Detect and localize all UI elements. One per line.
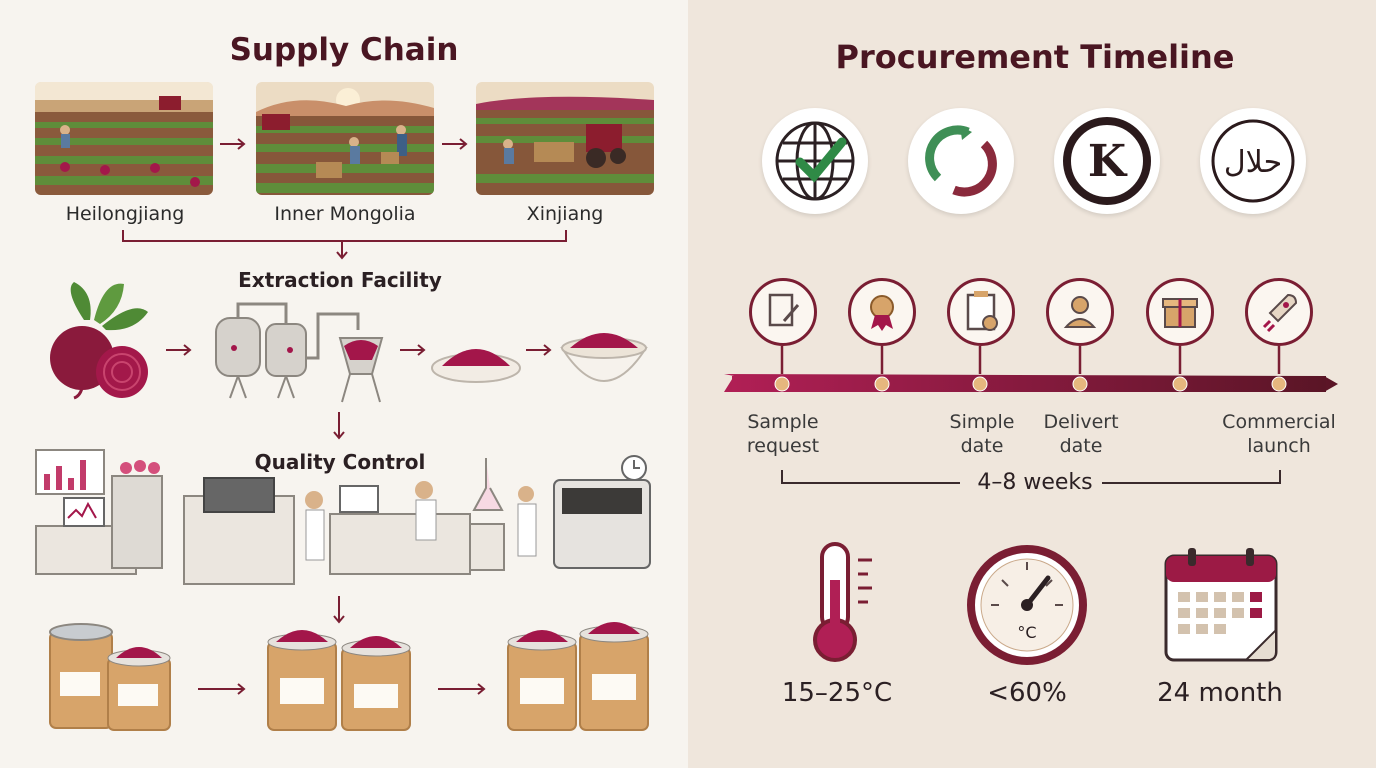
gift-box-icon [1146,278,1214,346]
halal-text: حلال [1224,145,1282,180]
person-icon [1046,278,1114,346]
merge-bracket [122,230,567,260]
globe-check-icon [762,108,868,214]
duration-bracket [781,470,1281,484]
milestone-text: Commercial launch [1222,411,1336,457]
certificate-ribbon-icon [848,278,916,346]
arrow-right-icon [442,138,468,150]
extraction-equipment-icon [215,302,384,403]
farm-photo-inner-mongolia [256,82,434,195]
region-label-inner-mongolia: Inner Mongolia [274,203,416,225]
storage-shelf-life-value: 24 month [1157,678,1283,708]
milestone-text: Simple date [949,411,1015,457]
arrow-right-icon [526,344,552,356]
quality-lab-illustration [35,449,651,585]
quality-control-label: Quality Control [254,450,426,474]
document-pen-icon [749,278,817,346]
farm-illustration [256,82,434,195]
storage-temperature-value: 15–25°C [781,678,893,708]
arrow-right-icon [220,138,246,150]
arrow-right-icon [400,344,426,356]
thermometer-icon [813,542,872,662]
arrow-right-icon [198,683,246,695]
milestone-text: Delivert date [1043,411,1119,457]
farm-photo-xinjiang [476,82,654,195]
beetroot-icon [50,282,148,400]
calendar-icon [1164,548,1278,662]
milestone-label-commercial-launch: Commercial launch [1214,410,1344,458]
extraction-facility-label: Extraction Facility [238,268,442,292]
milestone-label-sample-request: Sample request [718,410,848,458]
kosher-letter: K [1088,136,1128,187]
milestone-label-simple-date: Simple date [917,410,1047,458]
gauge-unit: °C [1017,623,1036,642]
rocket-icon [1245,278,1313,346]
duration-label: 4–8 weeks [977,470,1093,495]
farm-illustration [476,82,654,195]
drum-containers-icon [507,622,649,731]
circular-arrows-icon [908,108,1014,214]
kosher-k-icon: K [1054,108,1160,214]
storage-humidity-value: <60% [987,678,1067,708]
powder-plate-icon [431,349,521,383]
procurement-title: Procurement Timeline [835,38,1235,76]
timeline-bar [724,346,1338,392]
region-label-xinjiang: Xinjiang [526,203,604,225]
arrow-right-icon [438,683,486,695]
farm-illustration [35,82,213,195]
arrow-right-icon [166,344,192,356]
clipboard-check-icon [947,278,1015,346]
powder-bowl-icon [560,333,648,382]
arrow-down-icon [333,596,345,624]
gauge-icon: °C [967,545,1087,665]
milestone-label-delivert-date: Delivert date [1016,410,1146,458]
supply-chain-title: Supply Chain [229,32,459,68]
halal-icon: حلال [1200,108,1306,214]
milestone-text: Sample request [746,411,820,457]
drum-containers-icon [49,623,171,731]
region-label-heilongjiang: Heilongjiang [65,203,185,225]
arrow-down-icon [333,412,345,440]
farm-photo-heilongjiang [35,82,213,195]
drum-containers-icon [267,630,411,731]
